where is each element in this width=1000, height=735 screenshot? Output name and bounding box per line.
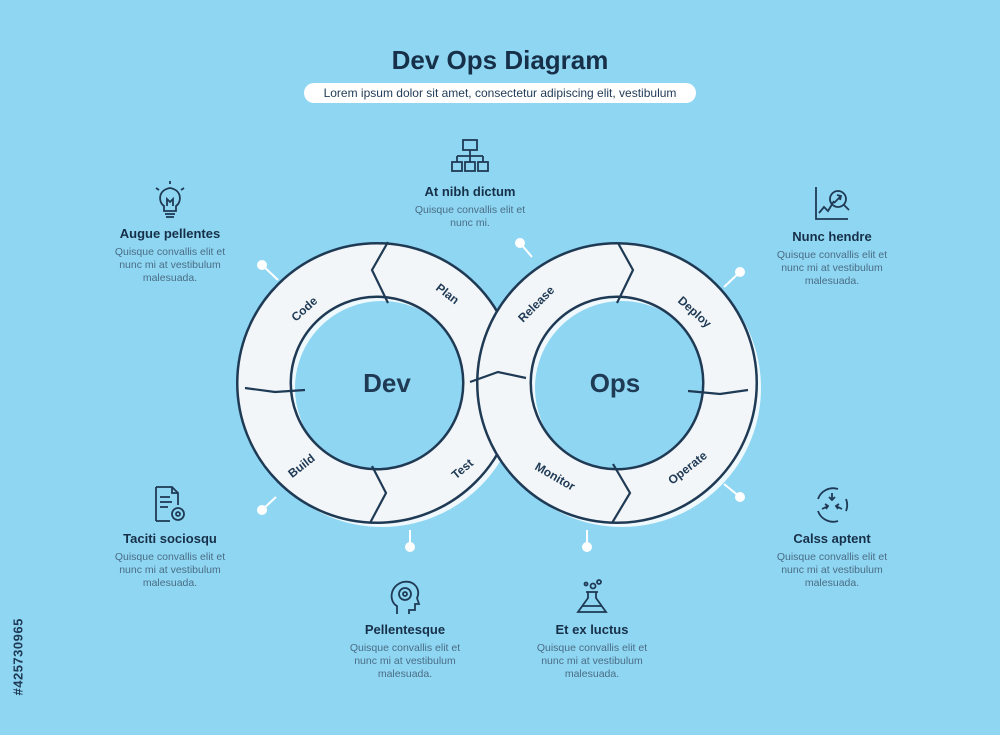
ops-label: Ops [590, 368, 641, 398]
connector-dot [257, 260, 267, 270]
lightbulb-icon [155, 181, 185, 218]
stock-id-text: #425730965 [10, 618, 26, 696]
block-pellentesque: Pellentesque Quisque convallis elit et n… [325, 578, 485, 681]
block-text: Quisque convallis elit et nunc mi at ves… [776, 551, 888, 589]
block-augue-pellentes: Augue pellentes Quisque convallis elit e… [90, 180, 250, 285]
segment-dividers [244, 241, 749, 524]
block-heading: Augue pellentes [119, 226, 221, 241]
dev-label: Dev [363, 368, 411, 398]
block-et-ex-luctus: Et ex luctus Quisque convallis elit et n… [512, 578, 672, 681]
flask-icon [576, 579, 608, 613]
hierarchy-icon [451, 139, 489, 172]
block-text: Quisque convallis elit et nunc mi at ves… [114, 246, 226, 284]
block-heading: Pellentesque [364, 622, 446, 637]
focus-arrows-icon [817, 487, 849, 523]
connector-dot [582, 542, 592, 552]
connector-dot [257, 505, 267, 515]
chart-analysis-icon [815, 187, 850, 220]
ops-ring [476, 242, 758, 524]
document-gear-icon [155, 486, 185, 522]
stock-id-watermark: #425730965 [6, 498, 26, 698]
block-text: Quisque convallis elit et nunc mi at ves… [536, 642, 648, 680]
block-nunc-hendre: Nunc hendre Quisque convallis elit et nu… [752, 185, 912, 288]
page-subtitle: Lorem ipsum dolor sit amet, consectetur … [304, 83, 696, 103]
block-text: Quisque convallis elit et nunc mi at ves… [349, 642, 461, 680]
block-text: Quisque convallis elit et nunc mi at ves… [114, 551, 226, 589]
block-heading: Taciti sociosqu [123, 531, 217, 546]
connector-dot [735, 267, 745, 277]
block-text: Quisque convallis elit et nunc mi. [414, 204, 526, 229]
block-heading: At nibh dictum [424, 184, 516, 199]
block-taciti-sociosqu: Taciti sociosqu Quisque convallis elit e… [90, 485, 250, 590]
connector-dot [735, 492, 745, 502]
page-title: Dev Ops Diagram [391, 45, 609, 75]
block-at-nibh-dictum: At nibh dictum Quisque convallis elit et… [390, 138, 550, 230]
block-heading: Et ex luctus [555, 622, 629, 637]
block-text: Quisque convallis elit et nunc mi at ves… [776, 249, 888, 287]
block-calss-aptent: Calss aptent Quisque convallis elit et n… [752, 485, 912, 590]
connectors [257, 238, 745, 552]
connector-dot [515, 238, 525, 248]
head-gear-icon [390, 580, 421, 614]
block-heading: Nunc hendre [792, 229, 872, 244]
block-heading: Calss aptent [793, 531, 871, 546]
connector-dot [405, 542, 415, 552]
